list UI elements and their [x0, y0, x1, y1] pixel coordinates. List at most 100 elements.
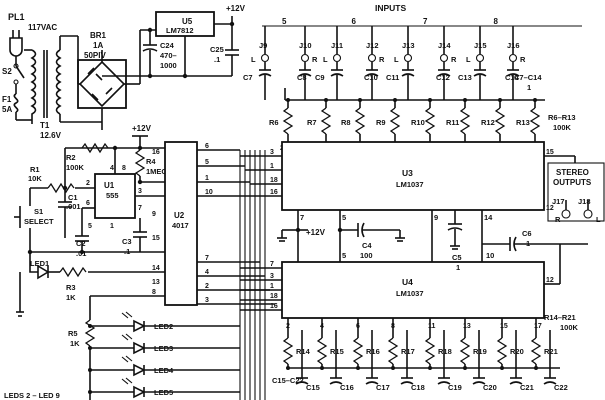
bottom-resistor-label: R14	[296, 347, 311, 356]
output-l-label: L	[596, 215, 601, 224]
mid-pin-9: 9	[434, 213, 438, 222]
fuse-label: F1	[2, 95, 12, 104]
r6-r13-range: R6–R13	[548, 113, 576, 122]
r1-value: 10K	[28, 174, 42, 183]
bottom-resistor-label: R20	[510, 347, 524, 356]
counter-pin-right: 5	[205, 159, 209, 166]
stereo-outputs: STEREO OUTPUTS J17 J18 R L	[544, 155, 605, 245]
input-jack-icon	[260, 53, 270, 63]
input-jack-icon	[439, 53, 449, 63]
counter-pin-left: 16	[152, 149, 160, 156]
led-icon	[133, 341, 146, 355]
u3-ic-box	[281, 141, 545, 211]
u4-left-pin: 7	[270, 261, 274, 268]
power-supply: PL1 117VAC S2 F1 5A T1 12.6V BR1 1A 50PI…	[2, 4, 246, 140]
counter-pin-right: 7	[205, 255, 209, 262]
led-icon	[133, 319, 146, 333]
timer-pin: 3	[138, 188, 142, 195]
top-resistor-label: R11	[446, 118, 459, 127]
transformer-label: T1	[40, 121, 50, 130]
counter-pin-left: 9	[152, 211, 156, 218]
mid-pin-7: 7	[300, 213, 304, 222]
c15-c22-range: C15–C22	[272, 376, 304, 385]
bottom-cap-label: C20	[483, 383, 497, 392]
supply-label: +12V	[226, 4, 246, 13]
led-icon	[133, 385, 146, 399]
u3-left-pin: 18	[270, 177, 278, 184]
inputs-title: INPUTS	[375, 3, 407, 13]
led-label: LED4	[154, 366, 174, 375]
c24-label: C24	[160, 41, 175, 50]
top-resistor-label: R10	[411, 118, 425, 127]
input-jack-icon	[332, 53, 342, 63]
input-channel-6: 6	[352, 17, 357, 26]
led-icon	[133, 363, 146, 377]
r14-r21-value: 100K	[560, 323, 579, 332]
u4-left-pin: 1	[270, 283, 274, 290]
input-side-label: L	[323, 55, 328, 64]
c3-label: C3	[122, 237, 132, 246]
input-cap-value: 1	[527, 83, 531, 92]
bottom-resistor-label: R21	[544, 347, 558, 356]
bottom-cap-label: C19	[448, 383, 462, 392]
counter-ic-label: U2	[174, 211, 185, 220]
bottom-cap-label: C15	[306, 383, 320, 392]
c2-value: .01	[76, 249, 86, 258]
c4-value: 100	[360, 251, 373, 260]
counter-pin-right: 4	[205, 269, 209, 276]
c5-label: C5	[452, 253, 462, 262]
bottom-cap-label: C18	[411, 383, 425, 392]
u4-bottom-pin: 17	[534, 323, 542, 330]
s1-label: S1	[34, 207, 43, 216]
u4-bottom-pin: 11	[428, 323, 436, 330]
input-side-label: R	[520, 55, 526, 64]
c25-label: C25	[210, 45, 224, 54]
transformer-primary	[30, 49, 37, 124]
counter-pin-right: 1	[205, 175, 209, 182]
c4-label: C4	[362, 241, 372, 250]
r1-label: R1	[30, 165, 40, 174]
input-side-label: L	[466, 55, 471, 64]
bottom-resistor-bank: R142C15R154C16R166C17R178C18R1811C19R191…	[282, 318, 568, 392]
timer-pin: 1	[110, 223, 114, 230]
outputs-title-2: OUTPUTS	[553, 178, 592, 187]
c6-value: 1	[526, 239, 530, 248]
u3-left-pin: 1	[270, 163, 274, 170]
timer-pin: 7	[138, 205, 142, 212]
c2-label: C2	[76, 239, 86, 248]
u4-left-pin: 18	[270, 293, 278, 300]
counter-ic-box	[164, 141, 198, 306]
top-resistor-label: R9	[376, 118, 386, 127]
c24-value-2: 1000	[160, 61, 177, 70]
timer-section: +12V R2 100K R4 1MEG R1 10K C1 .001 C2 .…	[14, 124, 167, 317]
counter-pin-left: 8	[152, 289, 156, 296]
u3-section: U3 LM1037	[281, 141, 545, 211]
input-side-label: L	[251, 55, 256, 64]
leds-range: LEDS 2 – LED 9	[4, 391, 60, 400]
mid-section: +12V C4 100 C5 1 C6 1 7 5 9 14 10 5	[277, 210, 561, 285]
timer-supply: +12V	[132, 124, 152, 133]
c24-value: 470–	[160, 51, 177, 60]
j18-label: J18	[578, 197, 591, 206]
input-jack-icon	[475, 53, 485, 63]
c1-label: C1	[68, 193, 78, 202]
timer-ic-part: 555	[106, 191, 119, 200]
r2-label: R2	[66, 153, 76, 162]
led-label: LED5	[154, 388, 173, 397]
mid-pin-10: 10	[486, 251, 494, 260]
transformer-value: 12.6V	[40, 131, 62, 140]
counter-pin-right: 6	[205, 143, 209, 150]
bottom-cap-label: C16	[340, 383, 354, 392]
bottom-cap-label: C22	[554, 383, 568, 392]
j17-label: J17	[552, 197, 565, 206]
bottom-resistor-label: R17	[401, 347, 415, 356]
switch-label: S2	[2, 67, 12, 76]
input-channel-5: 5	[282, 17, 287, 26]
r4-value: 1MEG	[146, 167, 167, 176]
bottom-resistor-label: R19	[473, 347, 487, 356]
timer-ic-label: U1	[104, 181, 115, 190]
